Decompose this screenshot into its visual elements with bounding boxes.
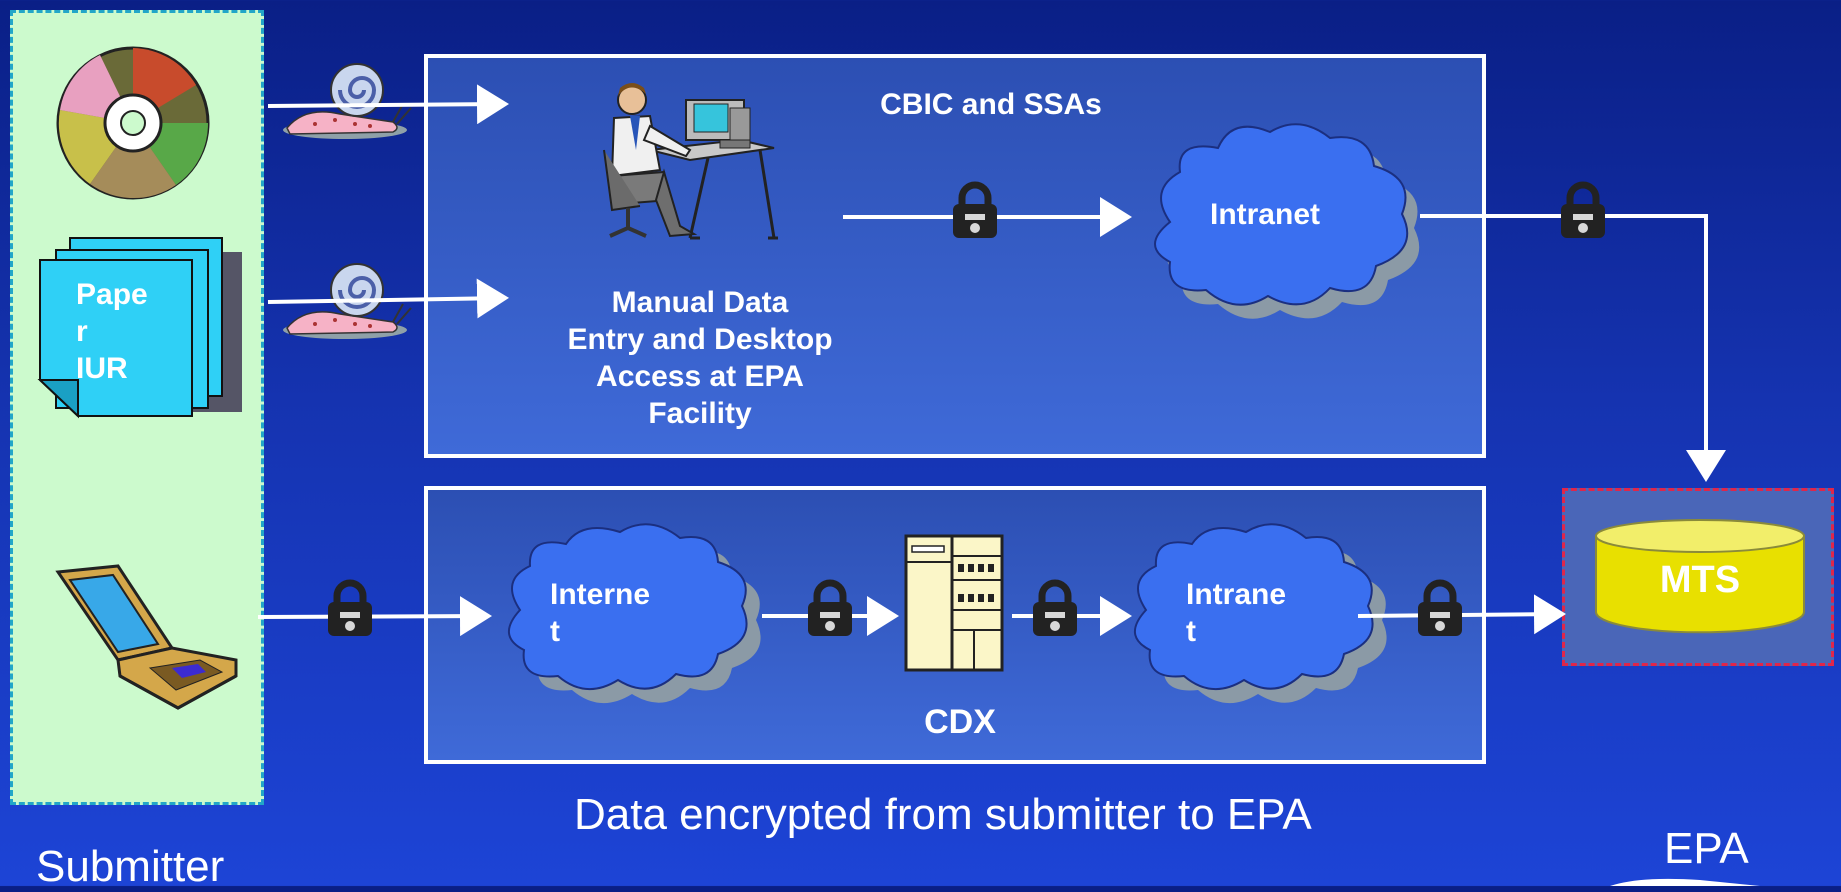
intranet-bottom-label: Intrane t (1186, 578, 1287, 648)
cbic-ssas-label: CBIC and SSAs (880, 88, 1102, 121)
submitter-label: Submitter (36, 842, 225, 891)
snail-icon (281, 62, 413, 141)
lock-icon (328, 583, 372, 636)
database-cylinder-icon (1595, 519, 1805, 634)
cloud-icon (1154, 123, 1420, 319)
paper-iur-label: Pape r IUR (76, 278, 148, 385)
lock-icon (1561, 185, 1605, 238)
lock-icon (953, 185, 997, 238)
intranet-top-label: Intranet (1209, 198, 1320, 231)
footer-encrypted-text: Data encrypted from submitter to EPA (574, 790, 1312, 839)
cloud-icon (1134, 523, 1387, 704)
arrow-laptop-to-internet (257, 596, 492, 637)
internet-label: Interne t (550, 578, 651, 648)
person-at-computer-icon (603, 83, 778, 240)
paper-document-icon (37, 237, 242, 419)
lock-icon (808, 583, 852, 636)
arrow-paper-to-manual (267, 278, 509, 319)
cdx-label: CDX (924, 703, 996, 741)
mts-label: MTS (1659, 559, 1741, 601)
arrow-cd-to-manual (267, 84, 509, 125)
arrow-intranet-to-mts (1420, 214, 1726, 482)
manual-entry-label: Manual Data Entry and Desktop Access at … (567, 286, 833, 430)
cd-icon (56, 46, 210, 200)
server-icon (904, 534, 1004, 672)
epa-label: EPA (1664, 824, 1749, 873)
lock-icon (1033, 583, 1077, 636)
laptop-icon (55, 564, 238, 710)
epa-logo-icon (1610, 878, 1760, 886)
cloud-icon (508, 523, 761, 704)
lock-icon (1418, 583, 1462, 636)
